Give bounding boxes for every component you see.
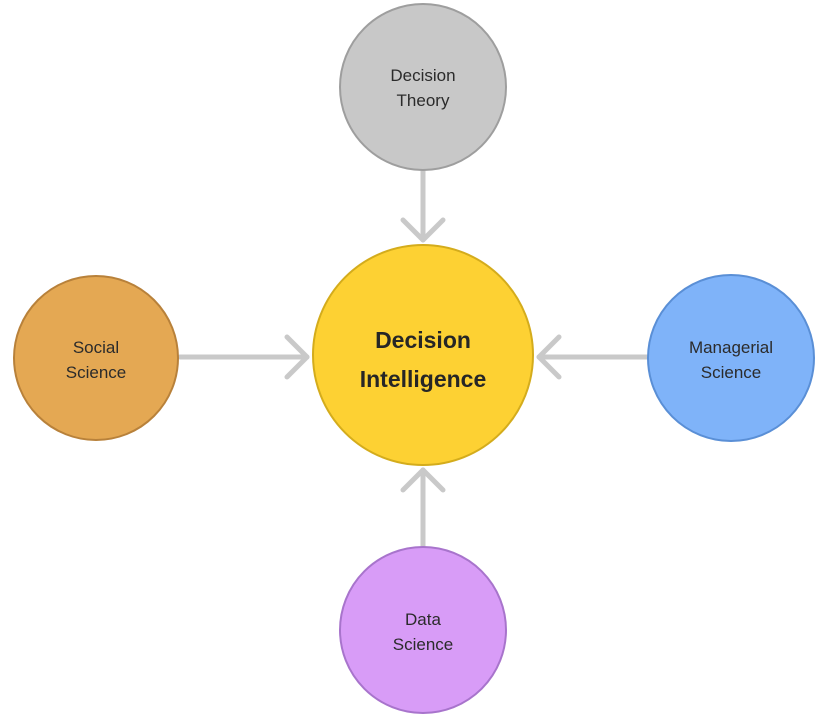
node-label-line-2: Science (393, 635, 453, 654)
node-data-science[interactable]: Data Science (339, 546, 507, 714)
arrowhead-icon (284, 334, 310, 380)
edge-social-science-to-center (177, 334, 310, 380)
center-circle (312, 244, 534, 466)
node-managerial-science[interactable]: Managerial Science (647, 274, 815, 442)
center-label-line-2: Intelligence (360, 366, 487, 392)
node-social-science[interactable]: Social Science (13, 275, 179, 441)
node-circle (339, 546, 507, 714)
node-circle (647, 274, 815, 442)
edge-decision-theory-to-center (400, 168, 446, 243)
arrowhead-icon (536, 334, 562, 380)
connectors (177, 168, 651, 550)
center-label-line-1: Decision (375, 327, 471, 353)
arrowhead-icon (400, 217, 446, 243)
node-label-line-1: Decision (390, 66, 455, 85)
node-label-line-1: Managerial (689, 338, 773, 357)
node-label-line-1: Social (73, 338, 119, 357)
node-circle (13, 275, 179, 441)
node-label-line-1: Data (405, 610, 441, 629)
node-label-line-2: Science (66, 363, 126, 382)
edge-managerial-science-to-center (536, 334, 651, 380)
node-circle (339, 3, 507, 171)
edge-data-science-to-center (400, 467, 446, 550)
node-label-line-2: Theory (397, 91, 450, 110)
node-decision-theory[interactable]: Decision Theory (339, 3, 507, 171)
node-decision-intelligence[interactable]: Decision Intelligence (312, 244, 534, 466)
node-label-line-2: Science (701, 363, 761, 382)
arrowhead-icon (400, 467, 446, 493)
